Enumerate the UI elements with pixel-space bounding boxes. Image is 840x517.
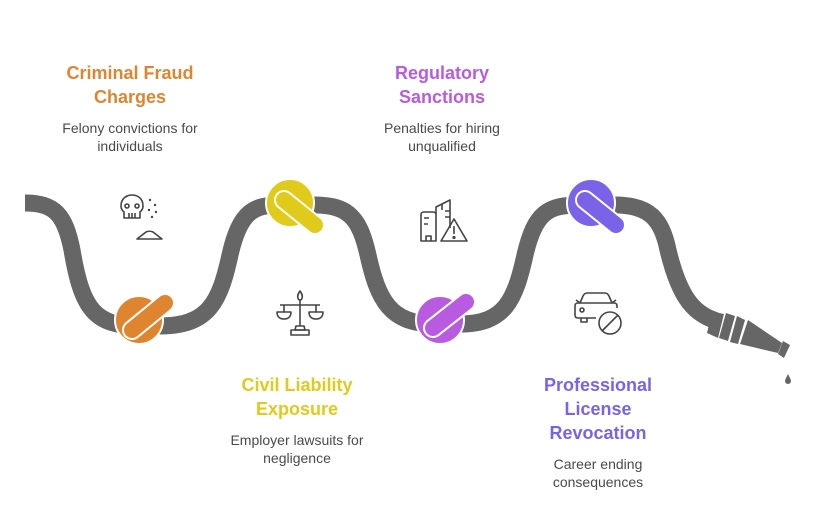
step-description: Felony convictions for individuals xyxy=(40,119,220,155)
desc-line: Employer lawsuits for xyxy=(230,432,364,448)
desc-line: Career ending xyxy=(553,456,643,472)
title-line: License xyxy=(564,399,632,419)
water-drop-icon xyxy=(785,374,791,384)
step-title: Regulatory Sanctions xyxy=(352,61,532,109)
title-line: Revocation xyxy=(549,423,647,443)
step-criminal-fraud: Criminal Fraud Charges Felony conviction… xyxy=(40,61,220,155)
desc-line: Felony convictions for xyxy=(62,120,198,136)
title-line: Civil Liability xyxy=(241,375,353,395)
step-title: Professional License Revocation xyxy=(508,373,688,445)
step-civil-liability: Civil Liability Exposure Employer lawsui… xyxy=(207,373,387,467)
title-line: Criminal Fraud xyxy=(66,63,194,83)
step-description: Career ending consequences xyxy=(508,455,688,491)
knot-license-revocation xyxy=(566,178,626,235)
title-line: Sanctions xyxy=(398,87,486,107)
scales-of-justice-icon xyxy=(276,290,324,336)
title-line: Professional xyxy=(543,375,653,395)
knot-criminal-fraud xyxy=(114,293,175,345)
step-description: Penalties for hiring unqualified xyxy=(352,119,532,155)
step-description: Employer lawsuits for negligence xyxy=(207,431,387,467)
desc-line: Penalties for hiring xyxy=(384,120,500,136)
step-license-revocation: Professional License Revocation Career e… xyxy=(508,373,688,491)
desc-line: individuals xyxy=(97,138,163,154)
hose-nozzle xyxy=(707,312,790,358)
title-line: Exposure xyxy=(255,399,339,419)
skull-powder-icon xyxy=(120,194,163,240)
step-regulatory-sanctions: Regulatory Sanctions Penalties for hirin… xyxy=(352,61,532,155)
desc-line: consequences xyxy=(552,474,644,490)
title-line: Charges xyxy=(93,87,167,107)
desc-line: negligence xyxy=(263,450,331,466)
step-title: Criminal Fraud Charges xyxy=(40,61,220,109)
title-line: Regulatory xyxy=(394,63,490,83)
hose-pipe xyxy=(24,194,723,335)
buildings-warning-icon xyxy=(420,199,468,242)
knot-civil-liability xyxy=(265,178,325,235)
step-title: Civil Liability Exposure xyxy=(207,373,387,421)
knot-regulatory-sanctions xyxy=(415,292,476,345)
car-prohibited-icon xyxy=(574,292,622,335)
desc-line: unqualified xyxy=(408,138,476,154)
